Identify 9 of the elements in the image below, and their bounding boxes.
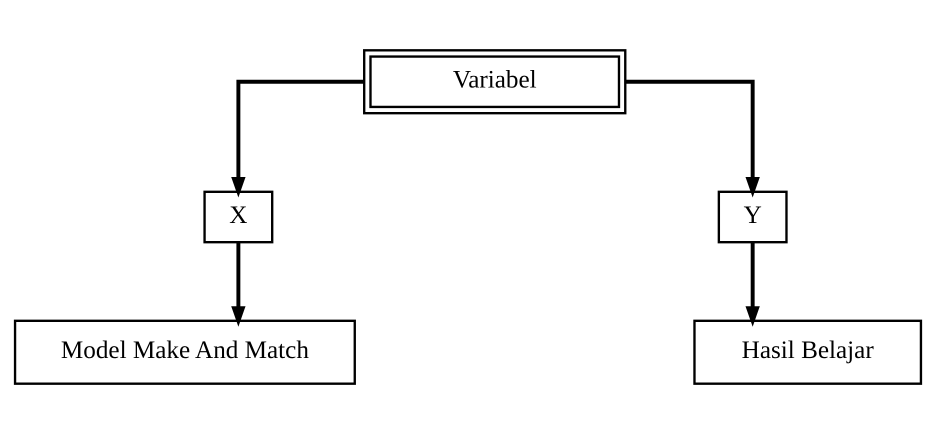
arrow <box>626 79 760 197</box>
node-box: Y <box>718 190 788 243</box>
node-box: Model Make And Match <box>14 319 356 384</box>
arrow <box>745 242 760 326</box>
node-box: Variabel <box>363 48 626 114</box>
node-box: Hasil Belajar <box>693 319 922 384</box>
node-box: X <box>203 190 274 243</box>
arrow <box>231 242 246 326</box>
arrow <box>231 79 364 197</box>
